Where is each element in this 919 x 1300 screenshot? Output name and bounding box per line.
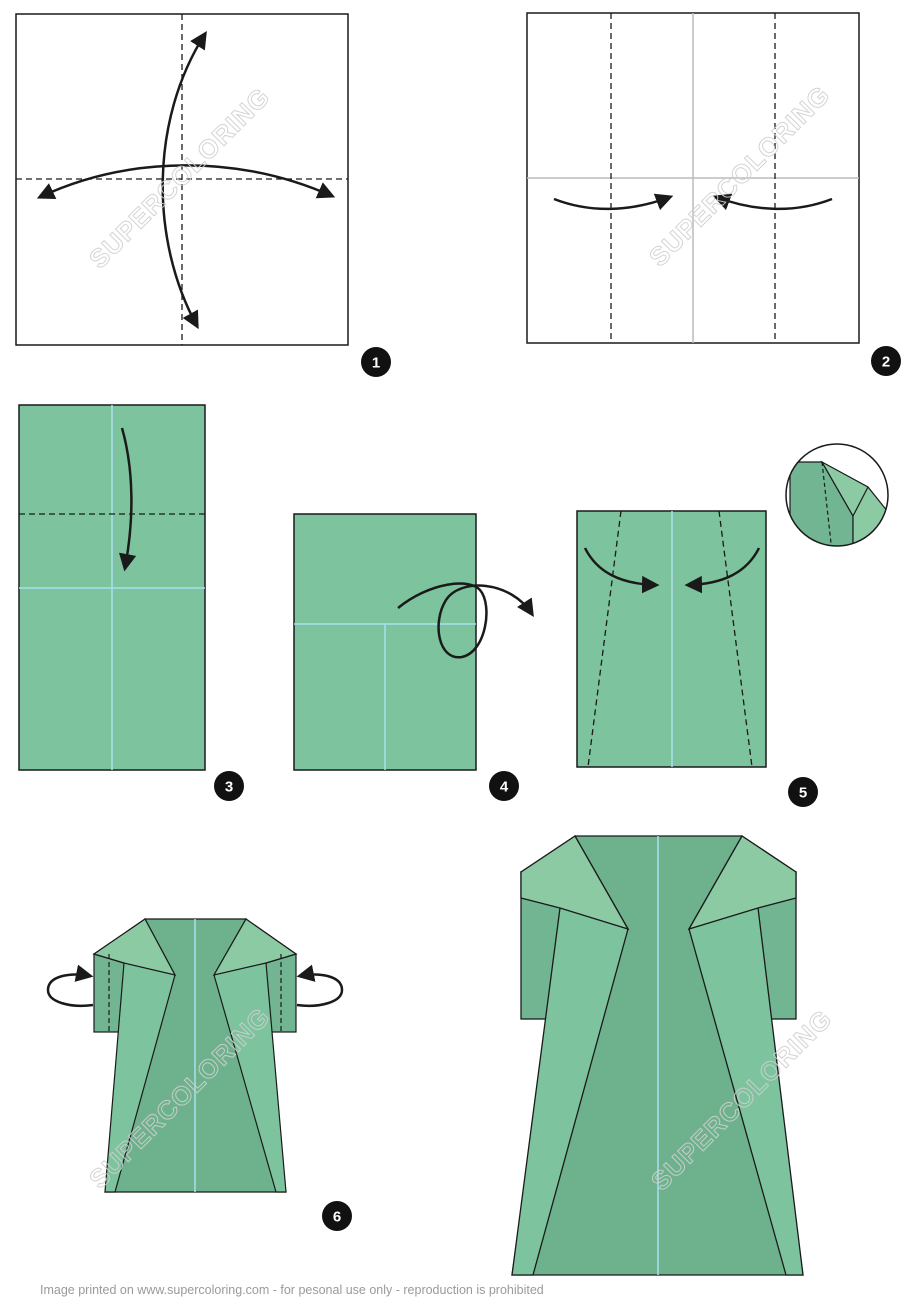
step-6-badge: 6 — [322, 1201, 352, 1231]
step-5-right-fold-arrow — [684, 547, 761, 594]
step-2-right-fold-arrow — [712, 193, 833, 211]
step-6-right-fold-arrow — [296, 964, 344, 1007]
step-5-detail-view — [785, 443, 889, 547]
step-1-number: 1 — [372, 355, 380, 372]
step-6-diagram — [46, 918, 344, 1193]
step-4-turn-over-arrow — [397, 582, 534, 659]
step-2-badge: 2 — [871, 346, 901, 376]
step-4-badge: 4 — [489, 771, 519, 801]
step-5-number: 5 — [799, 785, 807, 802]
step-5-diagram — [576, 443, 889, 768]
step-3-badge: 3 — [214, 771, 244, 801]
step-6-number: 6 — [333, 1209, 341, 1226]
finished-coat — [511, 835, 804, 1276]
step-3-fold-down-arrow — [118, 427, 137, 572]
finished-coat-right-collar — [687, 835, 797, 931]
step-3-diagram — [18, 404, 206, 771]
step-2-left-fold-arrow — [553, 193, 674, 211]
step-5-badge: 5 — [788, 777, 818, 807]
step-4-diagram — [293, 513, 534, 771]
step-5-left-fold-arrow — [583, 547, 660, 594]
step-2-diagram — [526, 12, 860, 344]
footer-text: Image printed on www.supercoloring.com -… — [40, 1283, 544, 1297]
step-6-left-collar — [92, 918, 177, 976]
step-1-horizontal-fold-arrow — [36, 164, 336, 200]
step-2-number: 2 — [882, 354, 890, 371]
step-5-right-fold-line — [718, 510, 753, 768]
step-5-left-fold-line — [587, 510, 622, 768]
step-6-left-fold-arrow — [46, 964, 94, 1007]
step-3-number: 3 — [225, 779, 233, 796]
step-1-diagram — [15, 13, 349, 346]
step-1-vertical-fold-arrow — [161, 31, 207, 330]
step-4-number: 4 — [500, 779, 509, 796]
step-1-badge: 1 — [361, 347, 391, 377]
step-6-right-collar — [212, 918, 298, 976]
finished-coat-left-collar — [520, 835, 630, 931]
